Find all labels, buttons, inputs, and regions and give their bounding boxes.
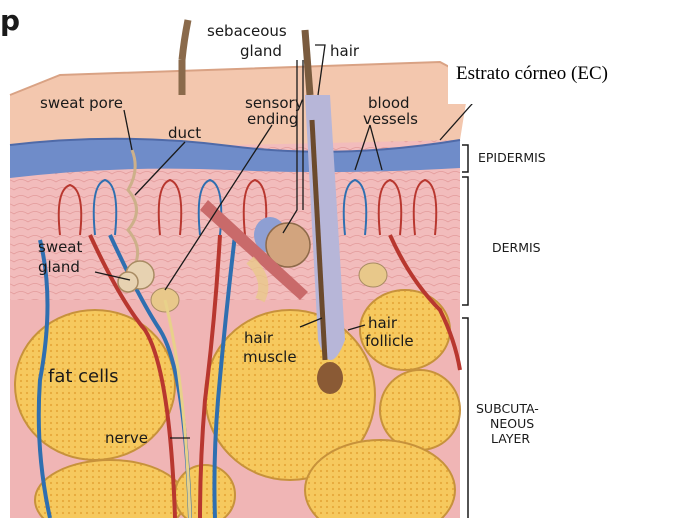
label-sensory-2: ending xyxy=(247,110,298,128)
label-hair-follicle-1: hair xyxy=(368,314,398,332)
label-duct: duct xyxy=(168,124,201,142)
layer-subcutaneous-3: LAYER xyxy=(491,431,530,446)
callout-estrato-corneo: Estrato córneo (EC) xyxy=(456,63,608,84)
label-hair-muscle-1: hair xyxy=(244,329,274,347)
layer-brackets xyxy=(462,145,468,518)
label-sebaceous-2: gland xyxy=(240,42,282,60)
label-sweat-gland-2: gland xyxy=(38,258,80,276)
label-hair-follicle-2: follicle xyxy=(365,332,414,350)
layer-subcutaneous-2: NEOUS xyxy=(490,416,534,431)
label-nerve: nerve xyxy=(105,429,148,447)
layer-dermis: DERMIS xyxy=(492,240,541,255)
hair-bulb xyxy=(317,362,343,394)
corner-fragment: p xyxy=(0,4,20,37)
label-hair: hair xyxy=(330,42,360,60)
layer-epidermis: EPIDERMIS xyxy=(478,150,546,165)
label-sweat-pore: sweat pore xyxy=(40,94,123,112)
hair-shaft-left xyxy=(182,20,188,60)
layer-names: EPIDERMIS DERMIS SUBCUTA- NEOUS LAYER xyxy=(476,150,546,446)
layer-subcutaneous-1: SUBCUTA- xyxy=(476,401,539,416)
label-blood-2: vessels xyxy=(363,110,418,128)
label-hair-muscle-2: muscle xyxy=(243,348,297,366)
label-sweat-gland-1: sweat xyxy=(38,238,83,256)
label-sebaceous-1: sebaceous xyxy=(207,22,287,40)
label-fat-cells: fat cells xyxy=(48,366,119,387)
hair-shaft-right xyxy=(305,30,310,95)
